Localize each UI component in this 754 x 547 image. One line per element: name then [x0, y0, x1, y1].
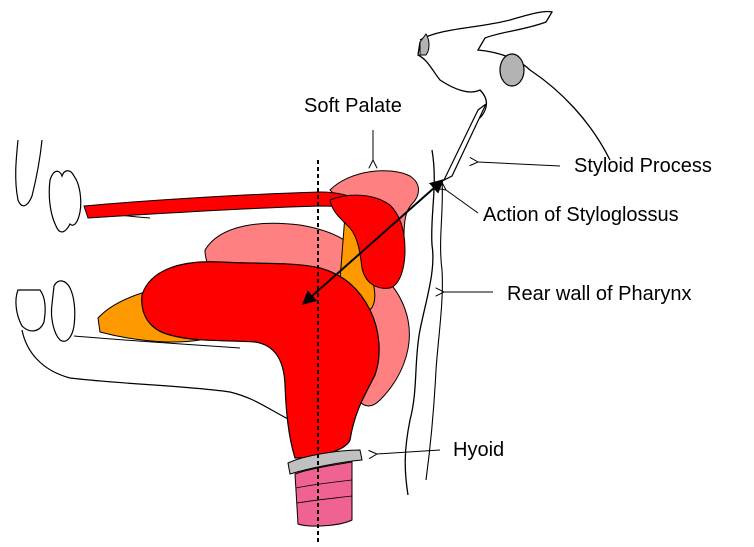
lower-molar-outline [51, 281, 74, 341]
hyoid-label: Hyoid [453, 440, 504, 460]
styloid-process-label: Styloid Process [574, 156, 712, 176]
mastoid-gray [500, 54, 524, 86]
hard-palate-strip [84, 192, 362, 218]
lower-incisor-outline [16, 290, 45, 331]
styloglossus-pointer [446, 190, 478, 213]
action-of-styloglossus-label: Action of Styloglossus [483, 205, 679, 225]
styloid-process-pointer [478, 162, 560, 166]
neck-outline [426, 180, 442, 480]
upper-molar-outline [49, 171, 81, 232]
hyoid-pointer [377, 450, 440, 454]
larynx [295, 462, 352, 526]
rear-wall-of-pharynx-label: Rear wall of Pharynx [507, 284, 692, 304]
upper-incisor-outline [16, 140, 42, 206]
tongue [142, 262, 379, 458]
soft-palate-label: Soft Palate [304, 96, 402, 116]
styloid-process [444, 104, 486, 180]
skull-base-outline [418, 42, 486, 118]
jaw-outline [22, 330, 290, 420]
skull-gray-tip [420, 34, 429, 55]
